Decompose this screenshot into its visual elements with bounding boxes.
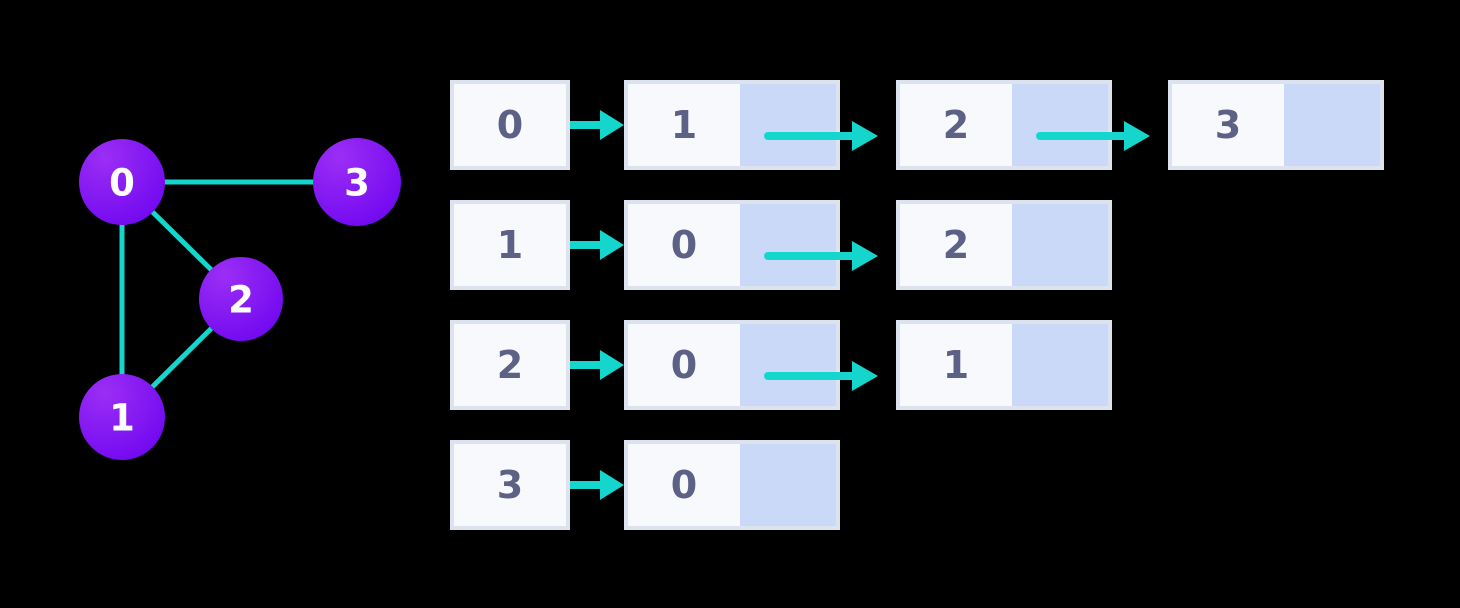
list-head-value-3: 3 <box>496 463 524 507</box>
list-node-value: 2 <box>942 223 970 267</box>
graph-panel: 0 1 2 3 <box>0 0 440 608</box>
graph-node-circle-1 <box>79 374 165 460</box>
arrow-head <box>600 350 624 380</box>
arrow-icon-head-0 <box>570 80 624 170</box>
list-head-value-1: 1 <box>496 223 524 267</box>
list-node-pointer-cell <box>1012 324 1108 406</box>
graph-node-label-0: 0 <box>109 162 135 205</box>
list-head-value-0: 0 <box>496 103 524 147</box>
graph-node-circle-0 <box>79 139 165 225</box>
list-node-value: 3 <box>1214 103 1242 147</box>
arrow-icon-head-1 <box>570 200 624 290</box>
list-node-pointer-cell <box>740 84 878 166</box>
graph-nodes: 0 1 2 3 <box>79 138 401 460</box>
list-node-gap <box>840 320 896 410</box>
graph-node-0[interactable]: 0 <box>79 139 165 225</box>
list-node-gap <box>1112 80 1168 170</box>
list-node-data-cell: 2 <box>900 84 1012 166</box>
arrow-shaft <box>570 121 604 129</box>
list-node-pointer-cell <box>1012 84 1150 166</box>
list-node-2-1[interactable]: 1 <box>896 320 1112 410</box>
list-node-value: 0 <box>670 223 698 267</box>
list-node-gap <box>840 80 896 170</box>
list-node-pointer-cell <box>1012 204 1108 286</box>
graph-node-label-1: 1 <box>109 397 135 440</box>
list-node-data-cell: 2 <box>900 204 1012 286</box>
list-node-pointer-cell <box>740 444 836 526</box>
list-node-data-cell: 0 <box>628 324 740 406</box>
list-node-value: 2 <box>942 103 970 147</box>
list-node-3-0[interactable]: 0 <box>624 440 840 530</box>
adjacency-row-0: 0 1 2 3 <box>450 80 1384 170</box>
list-head-cell-0[interactable]: 0 <box>450 80 570 170</box>
list-node-data-cell: 0 <box>628 204 740 286</box>
list-node-0-1[interactable]: 2 <box>896 80 1150 170</box>
graph-node-circle-2 <box>199 257 283 341</box>
list-node-value: 1 <box>670 103 698 147</box>
list-head-cell-2[interactable]: 2 <box>450 320 570 410</box>
graph-node-3[interactable]: 3 <box>313 138 401 226</box>
arrow-shaft <box>570 241 604 249</box>
arrow-head <box>600 230 624 260</box>
arrow-head <box>600 470 624 500</box>
list-head-cell-3[interactable]: 3 <box>450 440 570 530</box>
arrow-head <box>600 110 624 140</box>
list-head-cell-1[interactable]: 1 <box>450 200 570 290</box>
graph-node-label-2: 2 <box>228 279 254 322</box>
arrow-shaft <box>570 361 604 369</box>
list-node-pointer-cell <box>740 204 878 286</box>
arrow-shaft <box>570 481 604 489</box>
arrow-icon-head-2 <box>570 320 624 410</box>
list-node-value: 1 <box>942 343 970 387</box>
list-node-pointer-cell <box>1284 84 1380 166</box>
list-node-value: 0 <box>670 343 698 387</box>
list-node-0-2[interactable]: 3 <box>1168 80 1384 170</box>
list-node-data-cell: 1 <box>900 324 1012 406</box>
list-node-gap <box>840 200 896 290</box>
list-node-1-1[interactable]: 2 <box>896 200 1112 290</box>
graph-svg: 0 1 2 3 <box>79 138 401 460</box>
list-node-pointer-cell <box>740 324 878 406</box>
arrow-icon-head-3 <box>570 440 624 530</box>
graph-node-2[interactable]: 2 <box>199 257 283 341</box>
list-head-value-2: 2 <box>496 343 524 387</box>
list-node-0-0[interactable]: 1 <box>624 80 878 170</box>
adjacency-row-2: 2 0 1 <box>450 320 1112 410</box>
list-node-1-0[interactable]: 0 <box>624 200 878 290</box>
graph-node-circle-3 <box>313 138 401 226</box>
graph-node-label-3: 3 <box>344 162 370 205</box>
list-node-data-cell: 3 <box>1172 84 1284 166</box>
list-node-data-cell: 0 <box>628 444 740 526</box>
adjacency-row-1: 1 0 2 <box>450 200 1112 290</box>
list-node-value: 0 <box>670 463 698 507</box>
graph-node-1[interactable]: 1 <box>79 374 165 460</box>
list-node-data-cell: 1 <box>628 84 740 166</box>
list-node-2-0[interactable]: 0 <box>624 320 878 410</box>
